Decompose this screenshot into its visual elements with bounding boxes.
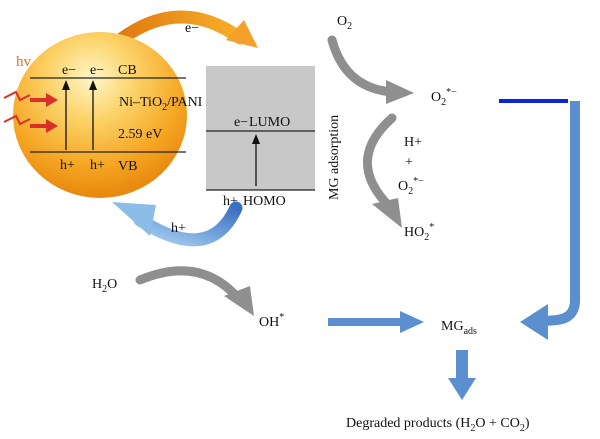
vb-hole-1: h+ (60, 158, 75, 173)
ho2-label: HO2* (404, 222, 434, 243)
electron-top-label: e− (185, 21, 199, 36)
catalyst-sphere (13, 32, 187, 198)
cb-electron-1: e− (62, 63, 76, 78)
material-label: Ni–TiO2/PANI (119, 95, 203, 113)
electron-transfer-arrow (113, 10, 258, 48)
h2o-label: H2O (92, 277, 117, 295)
lumo-label: LUMO (249, 115, 290, 130)
light-arrow-2 (3, 114, 58, 133)
h2o-to-oh-arrow (135, 266, 254, 316)
oh-radical-label: OH* (259, 312, 284, 330)
plus-sign: + (405, 155, 413, 170)
light-arrow-1 (3, 90, 58, 107)
hole-transfer-arrow (112, 201, 243, 247)
o2-to-superoxide-arrow (327, 35, 414, 104)
homo-label: HOMO (243, 194, 286, 209)
o2-label: O2 (337, 14, 352, 32)
superoxide-to-mg-arrow (520, 101, 580, 340)
mg-ads-label: MGads (441, 319, 477, 337)
lumo-electron: e− (234, 115, 248, 130)
vb-hole-2: h+ (90, 158, 105, 173)
mg-to-products-arrow (448, 350, 476, 400)
excitation-arrows (62, 80, 97, 150)
pani-box (206, 66, 315, 190)
superoxide-to-ho2-arrow (363, 113, 402, 228)
hv-label: hv (16, 54, 32, 70)
pani-excitation-arrow (252, 134, 260, 186)
mg-adsorption-label: MG adsorption (327, 115, 342, 200)
vb-label: VB (118, 159, 137, 174)
degraded-products-label: Degraded products (H2O + CO2) (346, 416, 530, 434)
cb-electron-2: e− (90, 63, 104, 78)
hole-arrow-label: h+ (171, 221, 186, 236)
o2-radical-label: O2*− (398, 176, 424, 197)
band-gap-label: 2.59 eV (118, 127, 162, 142)
h-plus-label: H+ (404, 135, 422, 150)
cb-label: CB (118, 63, 137, 78)
oh-to-mg-arrow (328, 311, 424, 333)
superoxide-label: O2*− (431, 87, 457, 108)
